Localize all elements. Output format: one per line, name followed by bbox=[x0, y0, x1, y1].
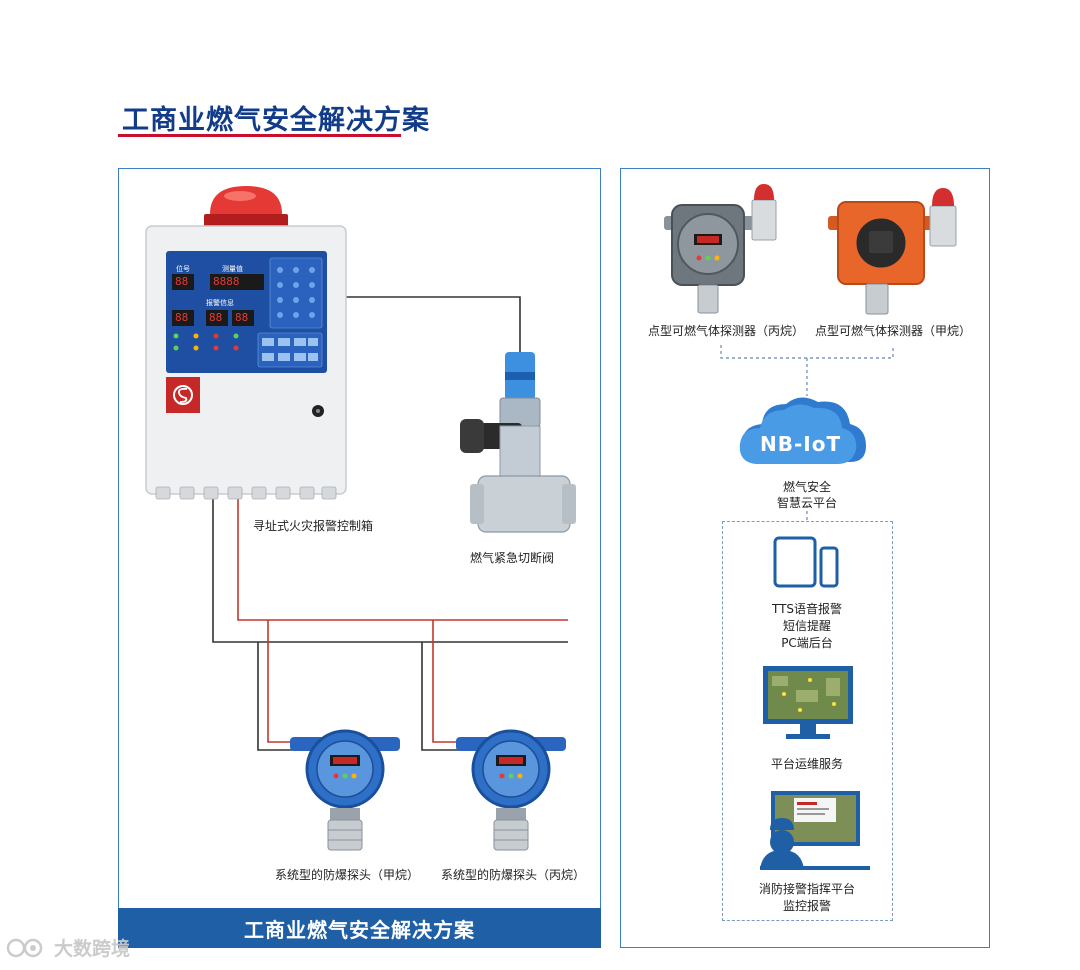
page-title: 工商业燃气安全解决方案 bbox=[122, 105, 430, 136]
fire-command-platform-icon bbox=[760, 791, 870, 870]
alarm-control-box bbox=[145, 186, 347, 500]
wire-dark-bus bbox=[212, 493, 568, 643]
watermark: 大数跨境 bbox=[6, 934, 130, 961]
panel-alarm-value1: 88 bbox=[209, 311, 223, 324]
panel-addr-label: 位号 bbox=[176, 265, 190, 273]
service1-line2: 短信提醒 bbox=[782, 619, 832, 633]
panel-value-value: 8888 bbox=[213, 275, 240, 288]
footer-banner: 工商业燃气安全解决方案 bbox=[118, 908, 601, 948]
detector-a-label: 系统型的防爆探头（甲烷） bbox=[275, 868, 420, 882]
panel-value-label: 测量值 bbox=[222, 265, 243, 273]
nbiot-text: NB-IoT bbox=[760, 432, 842, 456]
panel-addr-value: 88 bbox=[175, 275, 189, 288]
panel-alarm-value2: 88 bbox=[235, 311, 249, 324]
valve-label: 燃气紧急切断阀 bbox=[470, 551, 555, 565]
wire-red-drop-a bbox=[267, 620, 300, 743]
service1-line1: TTS语音报警 bbox=[771, 602, 843, 616]
cert-logo bbox=[166, 377, 200, 413]
detector-propane-label: 点型可燃气体探测器（丙烷） bbox=[648, 324, 805, 338]
panel-alarm-addr: 88 bbox=[175, 311, 189, 324]
wire-red-bus bbox=[237, 493, 568, 621]
service1-line3: PC端后台 bbox=[781, 636, 833, 650]
detector-methane-label: 点型可燃气体探测器（甲烷） bbox=[815, 324, 972, 338]
control-box-label: 寻址式火灾报警控制箱 bbox=[253, 519, 374, 533]
wire-dark-drop-b bbox=[421, 642, 466, 751]
tablet-phone-icon bbox=[773, 536, 839, 588]
service3-line1: 消防接警指挥平台 bbox=[758, 882, 856, 896]
service2-label: 平台运维服务 bbox=[770, 757, 844, 771]
watermark-text: 大数跨境 bbox=[54, 938, 131, 960]
wire-dark-drop-a bbox=[257, 642, 300, 751]
service-group-box bbox=[722, 521, 893, 921]
point-detector-propane bbox=[664, 184, 777, 314]
wiring bbox=[212, 296, 568, 751]
explosion-proof-detector-b bbox=[456, 729, 566, 851]
watermark-logo-icon bbox=[6, 938, 43, 957]
monitor-map-icon bbox=[763, 666, 853, 739]
dotted-connectors bbox=[720, 345, 894, 521]
cloud-line1: 燃气安全 bbox=[782, 480, 832, 494]
gas-shutoff-valve bbox=[460, 352, 576, 533]
service3-line2: 监控报警 bbox=[782, 899, 832, 913]
detector-b-label: 系统型的防爆探头（丙烷） bbox=[441, 868, 586, 882]
panel-alarm-label: 报警信息 bbox=[206, 299, 234, 307]
explosion-proof-detector-a bbox=[290, 729, 400, 851]
title-underline bbox=[118, 134, 401, 137]
point-detector-methane bbox=[828, 188, 957, 315]
wire-red-drop-b bbox=[432, 620, 466, 743]
cloud-line2: 智慧云平台 bbox=[776, 496, 838, 510]
wire-box-to-valve bbox=[346, 296, 521, 352]
beacon-base bbox=[204, 214, 288, 228]
nbiot-cloud-icon bbox=[739, 397, 866, 464]
